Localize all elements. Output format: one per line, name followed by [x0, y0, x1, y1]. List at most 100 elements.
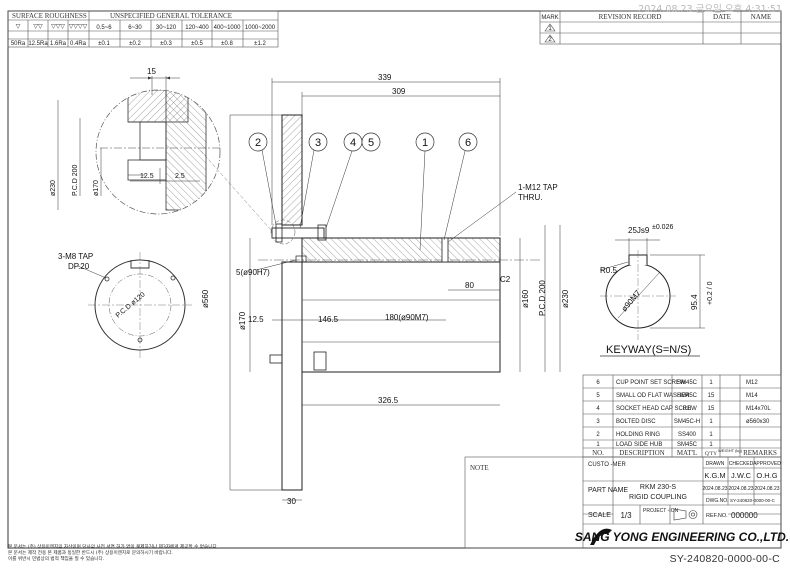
tap-leader — [447, 191, 517, 243]
dim-pcd200-main: P.C.D 200 — [538, 280, 547, 316]
ref-no-label: REF.NO. — [706, 513, 728, 519]
company-logo — [590, 528, 612, 545]
rev-head-mark: MARK — [541, 15, 558, 21]
bom-mat: SM45C-H — [674, 419, 700, 425]
sr-value: 12.5Ra — [28, 41, 48, 47]
dim-pcd120: P.C.D ø120 — [115, 291, 147, 319]
rev-mark-1: 1 — [548, 26, 552, 32]
rev-head-name: NAME — [751, 13, 772, 21]
dim-230-main: ø230 — [561, 289, 570, 308]
checked-by: J.W.C — [731, 471, 752, 480]
bom-mat: SM45C — [677, 380, 698, 386]
drawn-label: DRAWN — [706, 461, 725, 467]
ref-no: 000000 — [731, 511, 758, 520]
bom-head-qty: Q'TY — [705, 451, 717, 457]
bom-qty: 1 — [709, 442, 713, 448]
sr-value: 1.6Ra — [50, 41, 67, 47]
tol-range: 30~120 — [156, 25, 177, 31]
bom-no: 2 — [596, 432, 600, 438]
tol-value: ±0.1 — [98, 41, 110, 47]
projection-icon — [673, 508, 698, 521]
dwg-no: SY-240820-0000-00-C — [730, 498, 776, 503]
balloon-6: 6 — [465, 137, 471, 149]
dim-2-5: 2.5 — [175, 173, 185, 180]
footer-note: 본 문서는 제작 전용 본 제품과 동일한 반드시 (주) 상용이엔지로 문의하… — [8, 551, 173, 556]
bom-rem: M14x70L — [746, 406, 771, 412]
approved-by: O.H.G — [756, 471, 777, 480]
bom-head-weight: WEIGHT (kg) — [718, 448, 743, 453]
dim-230-detail: ø230 — [50, 180, 57, 196]
dim-170-main: ø170 — [238, 311, 247, 330]
dim-15: 15 — [147, 67, 156, 76]
date-1: 2024.08.23 — [702, 486, 727, 492]
dim-90m7: ø90M7 — [620, 288, 643, 313]
bom-qty: 15 — [708, 393, 715, 399]
tol-value: ±0.8 — [221, 41, 233, 47]
bom-desc: BOLTED DISC — [616, 419, 656, 425]
balloon-5: 5 — [368, 137, 374, 149]
dim-r05: R0.5 — [600, 266, 617, 275]
revision-table — [539, 10, 782, 45]
bom-no: 6 — [596, 380, 600, 386]
bom-rem: ø560x30 — [746, 419, 770, 425]
tap-dp20: DP.20 — [68, 262, 90, 271]
bom-desc: CUP POINT SET SCREW — [616, 380, 686, 386]
date-3: 2024.08.23 — [754, 486, 779, 492]
dwg-no-label: DWG.NO. — [706, 498, 729, 504]
bom-mat: 8.8 — [683, 406, 692, 412]
bom-head-rem: REMARKS — [743, 449, 777, 457]
dim-30: 30 — [287, 497, 296, 506]
dim-c2: C2 — [500, 275, 511, 284]
scale-value: 1/3 — [620, 511, 632, 520]
tol-range: 400~1000 — [214, 25, 242, 31]
bom-no: 5 — [596, 393, 600, 399]
bom-qty: 15 — [708, 406, 715, 412]
bom-qty: 1 — [709, 419, 713, 425]
rev-triangle — [544, 23, 556, 32]
approved-label: APPROVED — [753, 461, 781, 467]
bom-head-mat: MAT'L — [677, 449, 697, 457]
title-block-frame — [464, 456, 782, 549]
rev-head-date: DATE — [713, 13, 731, 21]
bom-head-no: NO. — [592, 449, 604, 457]
date-2: 2024.08.23 — [728, 486, 753, 492]
dim-339: 339 — [378, 73, 392, 82]
rev-head-record: REVISION RECORD — [599, 13, 662, 21]
tol-range: 6~30 — [128, 25, 142, 31]
bom-rem: M14 — [746, 393, 758, 399]
detail-view — [95, 76, 221, 215]
tap-1-m12: 1-M12 TAP — [518, 183, 558, 192]
tap-3-m8: 3-M8 TAP — [58, 252, 93, 261]
bom-no: 4 — [596, 406, 600, 412]
surface-roughness-title: SURFACE ROUGHNESS — [12, 12, 87, 20]
footer-note: 이를 위반시 민법상의 법적 책임을 질 수 있습니다. — [8, 557, 105, 562]
surface-roughness-table — [7, 10, 279, 48]
scale-label: SCALE — [588, 512, 611, 519]
company-name: SANG YONG ENGINEERING CO.,LTD. — [575, 530, 789, 544]
dim-309: 309 — [392, 87, 406, 96]
keyway-label: KEYWAY(S=N/S) — [606, 344, 691, 356]
projection-label: PROJECT -ION — [643, 508, 679, 514]
bom-mat: SM45C — [677, 393, 698, 399]
balloon-2: 2 — [255, 137, 261, 149]
bom-no: 1 — [596, 442, 600, 448]
balloon-group — [248, 132, 478, 152]
bom-desc: SMALL OD FLAT WASHER — [616, 393, 690, 399]
checked-label: CHECKED — [729, 461, 754, 467]
tolerance-title: UNSPECIFIED GENERAL TOLERANCE — [110, 12, 232, 20]
balloon-leaders — [261, 149, 466, 251]
sr-symbol: ▽▽ — [33, 24, 43, 30]
bom-qty: 1 — [709, 380, 713, 386]
part-name-label: PART NAME — [588, 487, 628, 494]
timestamp: 2024.08.23 금요일 오후 4:31:51 — [638, 4, 782, 15]
balloon-1: 1 — [422, 137, 428, 149]
bom-qty: 1 — [709, 432, 713, 438]
dim-pcd200-detail: P.C.D 200 — [72, 165, 79, 196]
dim-180: 180(ø90M7) — [385, 313, 429, 322]
dim-key-25js9: 25Js9 — [628, 226, 650, 235]
balloon-4: 4 — [350, 137, 356, 149]
dim-146-5: 146.5 — [318, 315, 339, 324]
tol-value: ±0.2 — [129, 41, 141, 47]
main-dim-lines — [229, 78, 561, 501]
